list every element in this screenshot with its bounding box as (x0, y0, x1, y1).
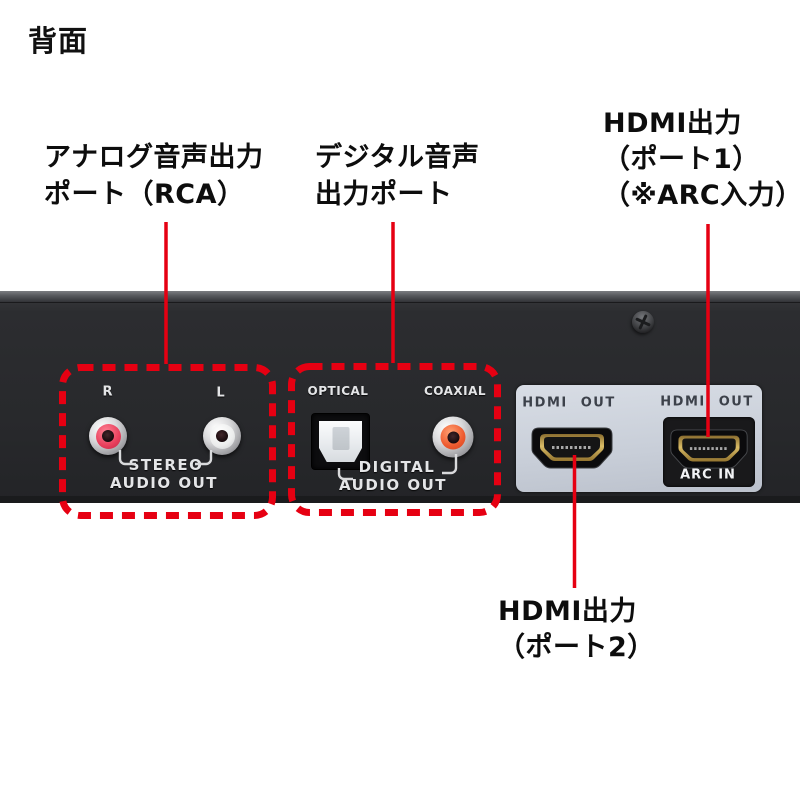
callout-hdmi2-line1: HDMI出力 (498, 596, 637, 627)
digital-caption-line2: AUDIO OUT (339, 476, 447, 494)
coaxial-jack-hole (447, 431, 459, 443)
optical-port-tab (332, 427, 349, 450)
hdmi-port1-icon (670, 429, 748, 469)
rca-jack-right-ring (95, 423, 121, 449)
page-title: 背面 (28, 24, 89, 58)
stereo-caption-line2: AUDIO OUT (110, 474, 218, 492)
rca-jack-right-hole (102, 430, 114, 442)
callout-hdmi-port1: HDMI出力 （ポート1） （※ARC入力） (603, 106, 800, 214)
hdmi-port2-icon (531, 427, 613, 469)
stereo-caption-line1: STEREO (128, 456, 204, 474)
arc-in-label: ARC IN (680, 467, 736, 483)
callout-digital-line2: 出力ポート (315, 179, 453, 210)
device-rear-panel: R L STEREO AUDIO OUT OPTICAL COAXIAL (0, 291, 800, 503)
hdmi-silver-panel: HDMI OUT HDMI OUT (516, 385, 762, 492)
callout-hdmi1-line3: （※ARC入力） (603, 180, 800, 211)
callout-digital-audio: デジタル音声 出力ポート (315, 139, 479, 213)
coaxial-label: COAXIAL (423, 384, 487, 398)
callout-digital-line1: デジタル音声 (315, 142, 480, 173)
device-bottom-edge (0, 496, 800, 503)
digital-caption-line1: DIGITAL (358, 458, 436, 476)
coaxial-jack-icon (432, 416, 474, 458)
callout-analog-line1: アナログ音声出力 (44, 142, 264, 173)
callout-hdmi-port2: HDMI出力 （ポート2） (498, 594, 655, 666)
rca-jack-right-icon (89, 417, 127, 455)
rca-jack-left-ring (209, 423, 235, 449)
device-top-bevel (0, 291, 800, 303)
optical-label: OPTICAL (307, 384, 369, 398)
rca-left-label: L (216, 385, 226, 401)
callout-hdmi1-line2: （ポート1） (603, 144, 760, 175)
rca-jack-left-hole (216, 430, 228, 442)
callout-hdmi1-line1: HDMI出力 (603, 108, 742, 139)
rca-jack-left-icon (203, 417, 241, 455)
callout-hdmi2-line2: （ポート2） (498, 632, 655, 663)
arc-port-box: ARC IN (663, 417, 755, 487)
callout-analog-audio: アナログ音声出力 ポート（RCA） (44, 139, 263, 213)
optical-port-insert (319, 421, 362, 462)
hdmi-out-port1-label: HDMI OUT (660, 394, 754, 410)
hdmi-out-port2-label: HDMI OUT (522, 395, 616, 411)
coaxial-jack-ring (440, 424, 466, 450)
rca-right-label: R (102, 384, 114, 400)
callout-analog-line2: ポート（RCA） (44, 179, 245, 210)
screw-icon (628, 307, 658, 337)
